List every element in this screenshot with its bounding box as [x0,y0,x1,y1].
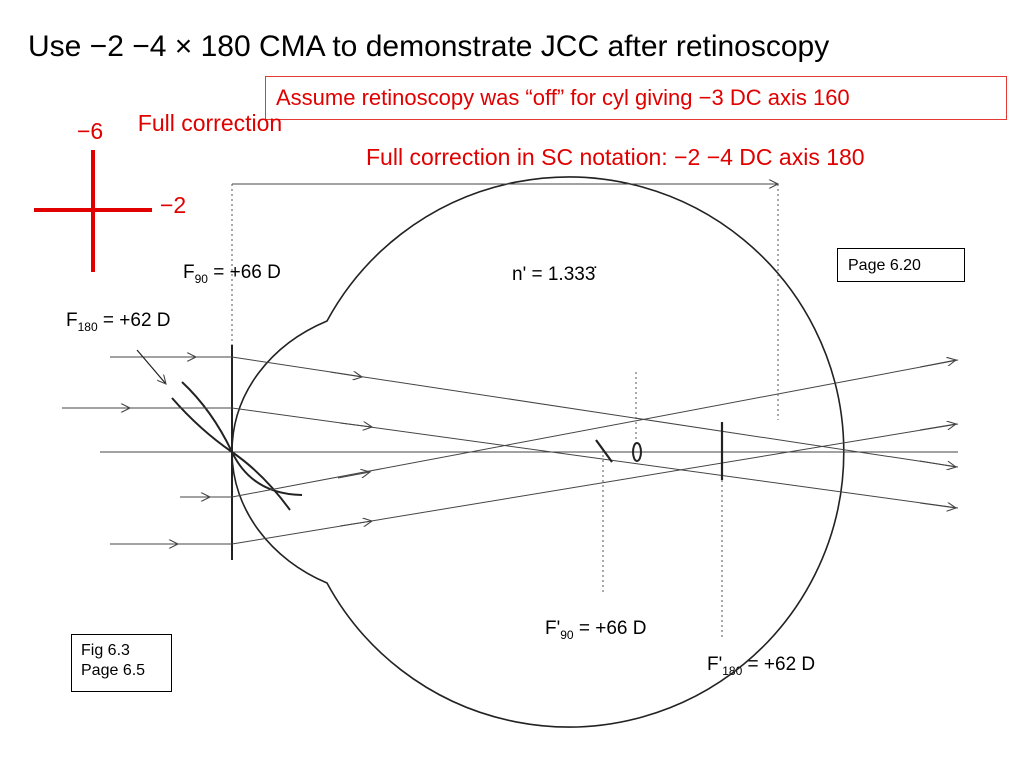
f180-pointer-arrow [136,349,166,384]
refracted-ray-arrows [329,360,956,526]
figure-reference-box: Fig 6.3 Page 6.5 [71,634,172,692]
vertical-power-label: −6 [77,118,104,144]
vertical-focal-line [595,439,613,463]
f180-label: F180 = +62 D [66,310,171,334]
f90-label: F90 = +66 D [183,262,281,286]
meridian-curve-flat [181,381,303,496]
f180-prime-label: F'180 = +62 D [707,654,816,678]
figure-number: Fig 6.3 [81,642,130,659]
f90-prime-label: F'90 = +66 D [545,618,647,642]
refracted-rays [231,356,959,545]
power-cross [34,150,152,272]
guide-lines [231,184,779,640]
assumption-box: Assume retinoscopy was “off” for cyl giv… [265,76,1007,120]
horizontal-power-label: −2 [160,192,187,218]
sc-notation-text: Full correction in SC notation: −2 −4 DC… [366,144,865,170]
page-reference-box: Page 6.20 [837,248,965,282]
eye-outline [231,176,845,728]
circle-of-least-confusion [632,442,642,462]
full-correction-label: Full correction [137,110,283,136]
incident-ray-arrows [90,357,210,544]
incident-rays [62,356,232,545]
page-title: Use −2 −4 × 180 CMA to demonstrate JCC a… [28,30,830,63]
refractive-index-label: n' = 1.333̇ [512,264,596,285]
figure-page: Page 6.5 [81,662,146,679]
